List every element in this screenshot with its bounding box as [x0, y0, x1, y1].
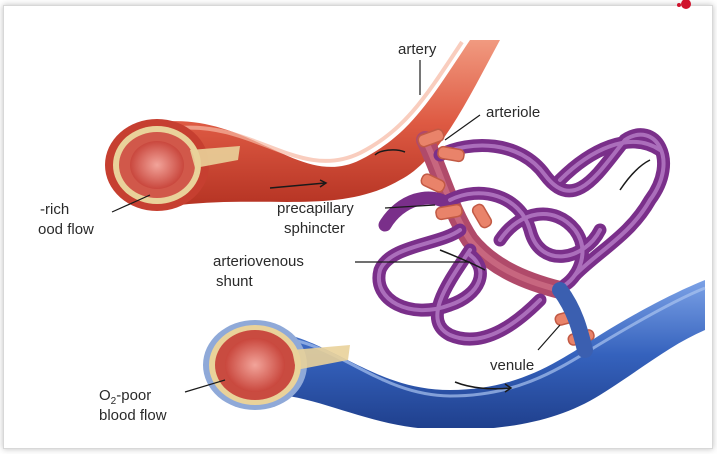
label-o2-rich-line1: -rich: [40, 201, 69, 218]
label-o2-poor-o: O: [99, 387, 111, 404]
label-o2-poor-line1: O2-poor: [99, 387, 151, 407]
label-precapillary-line2: sphincter: [284, 220, 345, 237]
capillary-network: [379, 135, 664, 339]
corner-mark: [677, 0, 691, 9]
label-venule: venule: [490, 357, 534, 374]
label-o2-poor-line2: blood flow: [99, 407, 167, 424]
label-o2-poor-suffix: -poor: [116, 387, 151, 404]
label-artery: artery: [398, 41, 437, 58]
label-precapillary-line1: precapillary: [277, 200, 354, 217]
venule-leader: [538, 325, 560, 350]
label-shunt-line2: shunt: [216, 273, 254, 290]
label-arteriole: arteriole: [486, 104, 540, 121]
label-shunt-line1: arteriovenous: [213, 253, 304, 270]
bottom-crop: [5, 428, 710, 448]
label-o2-rich-line2: ood flow: [38, 221, 94, 238]
